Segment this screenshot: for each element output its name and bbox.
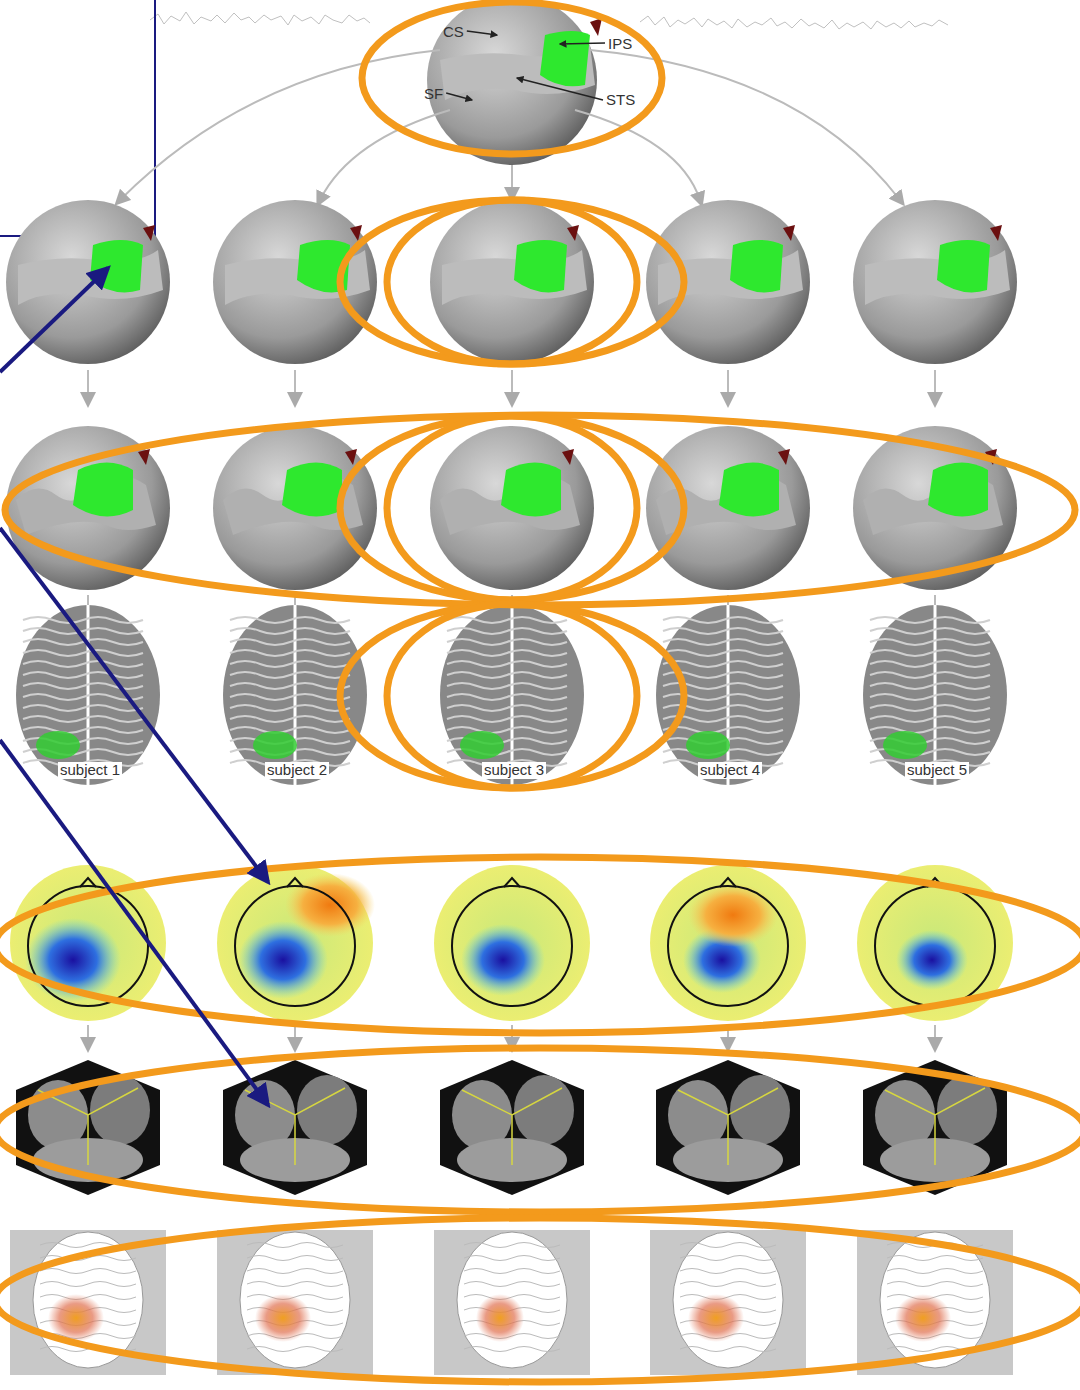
leader-line xyxy=(446,93,472,100)
subject-label: subject 4 xyxy=(698,762,762,779)
leader-line xyxy=(560,43,605,44)
leader-line xyxy=(517,78,603,100)
subject-label: subject 2 xyxy=(265,762,329,779)
leader-line xyxy=(467,31,497,35)
sulcus-label: SF xyxy=(424,86,443,103)
subject-label: subject 3 xyxy=(482,762,546,779)
sulcus-label: IPS xyxy=(608,36,632,53)
sulcus-label: CS xyxy=(443,24,464,41)
subject-label: subject 1 xyxy=(58,762,122,779)
sulcus-label: STS xyxy=(606,92,635,109)
subject-label: subject 5 xyxy=(905,762,969,779)
